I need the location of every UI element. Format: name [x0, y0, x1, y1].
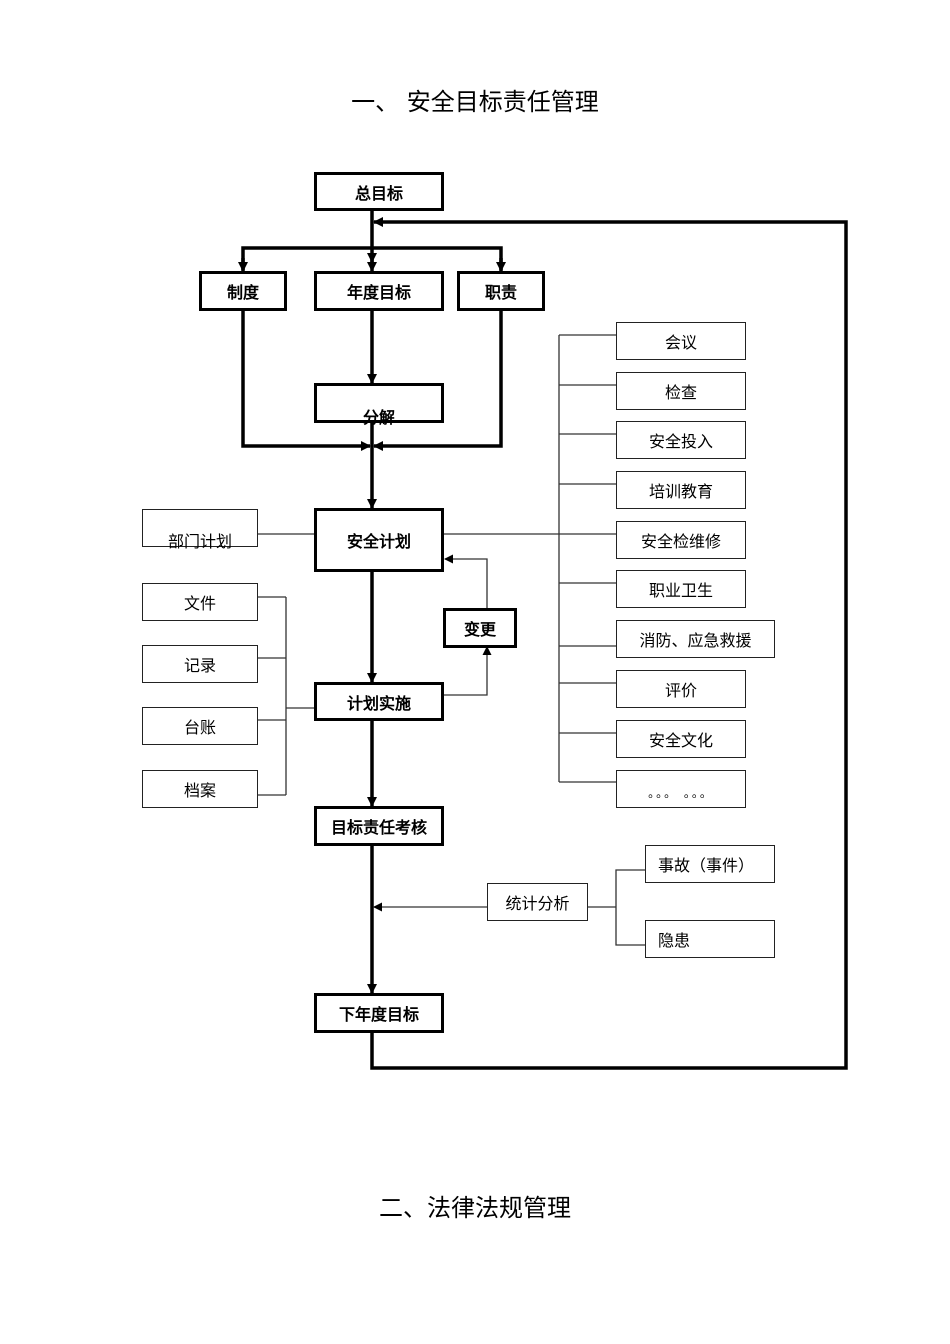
record-item-box: 台账	[142, 707, 258, 745]
safety-plan-box: 安全计划	[314, 508, 444, 572]
plan-item-ellipsis: 。。。 。。。	[648, 786, 714, 800]
plan-item-label: 会议	[664, 333, 697, 352]
statistics-label: 统计分析	[505, 894, 570, 913]
dept-plan-box: 部门计划	[142, 509, 258, 551]
duties-label: 职责	[484, 283, 517, 302]
analysis-spine	[615, 869, 645, 946]
record-item-label: 记录	[183, 656, 216, 675]
plan-item-label: 安全投入	[648, 432, 713, 451]
section-1-heading: 一、 安全目标责任管理	[351, 88, 599, 116]
change-box: 变更	[443, 608, 517, 648]
record-item-box: 档案	[142, 770, 258, 808]
record-item-label: 档案	[183, 781, 216, 800]
plan-item-box: 安全检维修	[616, 521, 746, 559]
plan-item-box: 检查	[616, 372, 746, 410]
plan-item-box: 培训教育	[616, 471, 746, 509]
plan-item-box: 消防、应急救援	[616, 620, 775, 658]
next-year-goal-box: 下年度目标	[314, 993, 444, 1033]
plan-item-label: 消防、应急救援	[639, 631, 752, 650]
analysis-item-box: 隐患	[645, 920, 775, 958]
analysis-item-label: 事故（事件）	[658, 856, 755, 875]
record-item-label: 文件	[183, 594, 216, 613]
change-label: 变更	[463, 620, 496, 639]
plan-item-box: 安全投入	[616, 421, 746, 459]
plan-item-label: 培训教育	[648, 482, 713, 501]
connector-duties-merge	[373, 310, 503, 451]
statistics-box: 统计分析	[487, 883, 588, 921]
connector-change-to-plan	[444, 554, 488, 608]
plan-implementation-box: 计划实施	[314, 682, 444, 721]
plan-item-label: 安全检维修	[640, 532, 721, 551]
total-goal-label: 总目标	[354, 183, 403, 203]
analysis-item-label: 隐患	[658, 931, 691, 950]
plan-item-box: 。。。 。。。	[616, 770, 746, 808]
plan-item-label: 检查	[664, 383, 697, 402]
goal-assessment-box: 目标责任考核	[314, 806, 444, 846]
analysis-item-box: 事故（事件）	[645, 845, 775, 883]
safety-plan-label: 安全计划	[346, 532, 411, 551]
record-item-box: 记录	[142, 645, 258, 683]
next-year-goal-label: 下年度目标	[338, 1005, 419, 1024]
feedback-loop-line	[370, 217, 848, 1070]
decompose-label: 分解	[362, 408, 395, 427]
system-box: 制度	[199, 271, 287, 311]
plan-item-box: 职业卫生	[616, 570, 746, 608]
section-2-heading: 二、法律法规管理	[379, 1194, 571, 1222]
record-item-box: 文件	[142, 583, 258, 621]
system-label: 制度	[226, 283, 259, 302]
plan-item-label: 安全文化	[648, 731, 713, 750]
connector-implementation-to-change	[443, 646, 492, 696]
annual-goal-label: 年度目标	[346, 283, 411, 302]
dept-plan-label: 部门计划	[167, 532, 232, 551]
plan-item-box: 评价	[616, 670, 746, 708]
plan-item-box: 安全文化	[616, 720, 746, 758]
plan-item-label: 职业卫生	[648, 581, 713, 600]
duties-box: 职责	[457, 271, 545, 311]
record-item-label: 台账	[183, 718, 216, 737]
plan-item-label: 评价	[664, 681, 697, 700]
annual-goal-box: 年度目标	[314, 271, 444, 311]
plan-implementation-label: 计划实施	[346, 693, 411, 713]
connector-system-merge	[241, 310, 371, 451]
decompose-box: 分解	[314, 383, 444, 427]
goal-assessment-label: 目标责任考核	[330, 818, 427, 837]
total-goal-box: 总目标	[314, 172, 444, 211]
plan-item-box: 会议	[616, 322, 746, 360]
